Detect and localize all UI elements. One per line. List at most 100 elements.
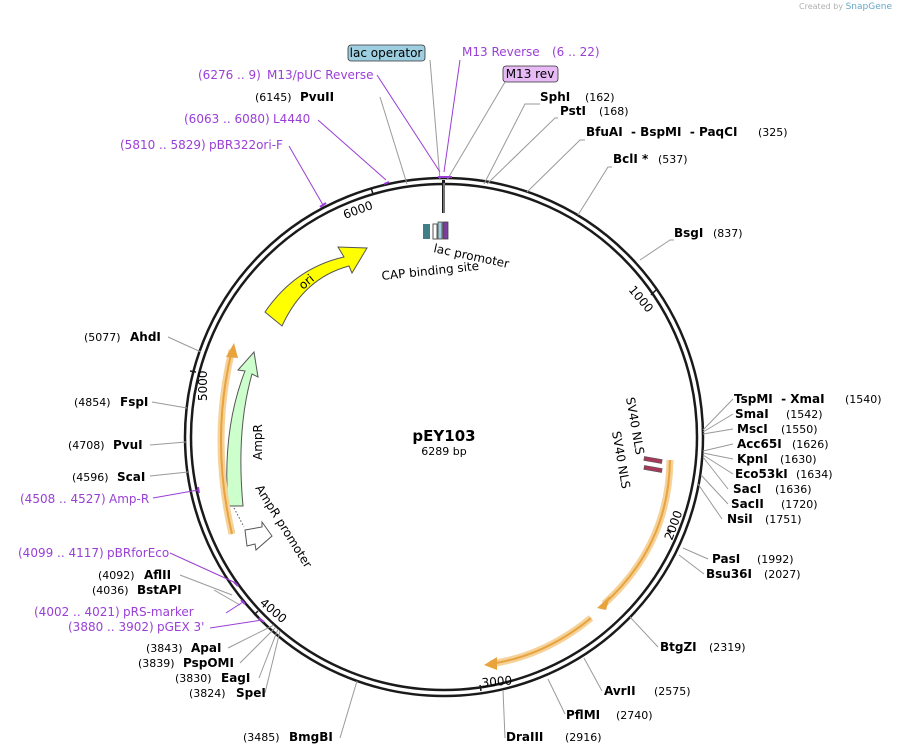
site-msci: MscI(1550) <box>737 422 818 436</box>
leader-pasi <box>682 547 709 560</box>
right-orf-arc-1-line <box>603 459 671 605</box>
site-eco53ki: Eco53kI(1634) <box>735 467 833 481</box>
site-eagi: (3830)EagI <box>175 671 250 685</box>
leader-bmgbi <box>339 680 358 739</box>
m13rev-feature-mark <box>442 221 449 240</box>
m13-rev-label: M13 rev <box>506 67 555 81</box>
leader-bfuai <box>526 139 585 193</box>
site-tspmi: TspMI - XmaI(1540) <box>734 392 882 406</box>
leader-apai <box>227 624 275 649</box>
left-orf-arrowhead <box>226 343 238 358</box>
lac-operator-label: lac operator <box>350 46 423 60</box>
site-bmgbi: (3485)BmgBI <box>243 730 333 744</box>
leader-pvuii <box>379 96 408 185</box>
ori-feature <box>264 246 368 327</box>
site-scai: (4596)ScaI <box>72 470 145 484</box>
leader-sacii <box>700 474 729 505</box>
primer-mark-pbrforeco <box>233 581 239 587</box>
leader-acc65i <box>702 443 734 452</box>
right-orf-arc-2 <box>489 615 594 668</box>
primer-m13rev-long: M13 Reverse(6 .. 22) <box>462 45 600 59</box>
leader-spei <box>264 630 281 694</box>
primer-l4440: (6063 .. 6080)L4440 <box>184 112 310 126</box>
leader-m13revbox <box>446 81 506 181</box>
tick-label-1000: 1000 <box>626 283 656 315</box>
leader-aflii <box>179 574 233 596</box>
tick-4000 <box>253 610 259 616</box>
ampr-promoter-feature <box>244 520 273 551</box>
scale-ticks <box>189 187 672 692</box>
leader-pvui <box>149 441 187 446</box>
leader-draiii <box>502 689 506 739</box>
primer-ampr: (4508 .. 4527)Amp-R <box>20 492 149 506</box>
tick-label-5000: 5000 <box>196 370 210 401</box>
leader-lacop <box>429 59 441 181</box>
site-spei: (3824)SpeI <box>189 686 266 700</box>
site-draiii: DraIII(2916) <box>506 730 602 744</box>
tick-label-6000: 6000 <box>341 198 374 222</box>
site-bsu36i: Bsu36I(2027) <box>706 567 801 581</box>
right-orf-arc-2-line <box>489 617 592 665</box>
left-orf-arc-line <box>220 349 233 535</box>
ampr-promoter-link <box>233 507 245 528</box>
site-labels-left: (3485)BmgBI (3824)SpeI (3830)EagI (3839)… <box>68 90 334 744</box>
site-fspi: (4854)FspI <box>74 395 148 409</box>
site-nsii: NsiI(1751) <box>727 512 802 526</box>
ampr-feature <box>226 350 259 507</box>
right-orf-arrowhead-1 <box>597 596 610 610</box>
leader-smai <box>702 413 734 433</box>
leader-bcli <box>577 166 612 216</box>
leader-pspomi <box>239 626 277 664</box>
leader-lines <box>149 59 734 739</box>
tick-6000 <box>370 187 374 195</box>
site-bstapi: (4036)BstAPI <box>92 583 182 597</box>
leader-ampr-primer <box>152 489 199 499</box>
site-labels-right: SphI(162) PstI(168) BfuAI - BspMI - PaqC… <box>506 90 882 744</box>
lac-operator-mark <box>437 221 443 240</box>
right-orf-arrowhead-2 <box>484 657 497 670</box>
site-pasi: PasI(1992) <box>712 552 794 566</box>
snapgene-credit: Created by SnapGene <box>799 2 892 12</box>
leader-avrii <box>583 657 603 692</box>
primer-mark-pbr322 <box>319 202 327 208</box>
leader-ahdi <box>167 336 202 353</box>
site-apai: (3843)ApaI <box>146 641 221 655</box>
leader-pbr322 <box>288 145 324 206</box>
site-acc65i: Acc65I(1626) <box>737 437 829 451</box>
leader-saci <box>702 456 729 490</box>
leader-l4440 <box>317 119 387 181</box>
site-sacii: SacII(1720) <box>731 497 818 511</box>
leader-eco53ki <box>702 454 734 475</box>
sv40-nls-label-2: SV40 NLS <box>609 430 633 490</box>
leader-tspmi <box>702 398 734 431</box>
primer-labels: M13 Reverse(6 .. 22) (6276 .. 9)M13/pUC … <box>18 45 600 634</box>
tick-5000 <box>189 370 197 373</box>
snapgene-logo: SnapGene <box>845 2 892 12</box>
lac-promoter-mark <box>432 223 438 240</box>
primer-mark-l4440 <box>383 181 390 185</box>
leader-bstapi <box>213 589 241 606</box>
primer-mark-ampr <box>197 486 200 494</box>
sv40-nls-mark-1 <box>643 456 663 464</box>
leader-pbrforeco <box>169 552 237 584</box>
site-pflmi: PflMI(2740) <box>566 708 653 722</box>
primer-marks <box>197 176 452 623</box>
site-sphi: SphI(162) <box>540 90 615 104</box>
lac-operator-box <box>347 44 426 62</box>
leader-msci <box>702 428 734 435</box>
sv40-nls-mark-2 <box>643 465 663 473</box>
leader-fspi <box>151 401 188 409</box>
tick-2000 <box>666 529 672 534</box>
origin-marker <box>442 180 445 213</box>
cap-site-mark <box>423 224 430 239</box>
leader-psti <box>486 117 558 185</box>
m13-rev-box <box>502 65 559 83</box>
primer-mark-pgex3 <box>258 617 265 623</box>
site-pvui: (4708)PvuI <box>68 438 143 452</box>
site-bcli: BclI *(537) <box>613 152 688 166</box>
site-bfuai: BfuAI - BspMI - PaqCI(325) <box>586 125 788 139</box>
credit-prefix: Created by <box>799 2 844 11</box>
leader-m13puc <box>376 74 441 173</box>
ampr-label: AmpR <box>251 424 265 460</box>
